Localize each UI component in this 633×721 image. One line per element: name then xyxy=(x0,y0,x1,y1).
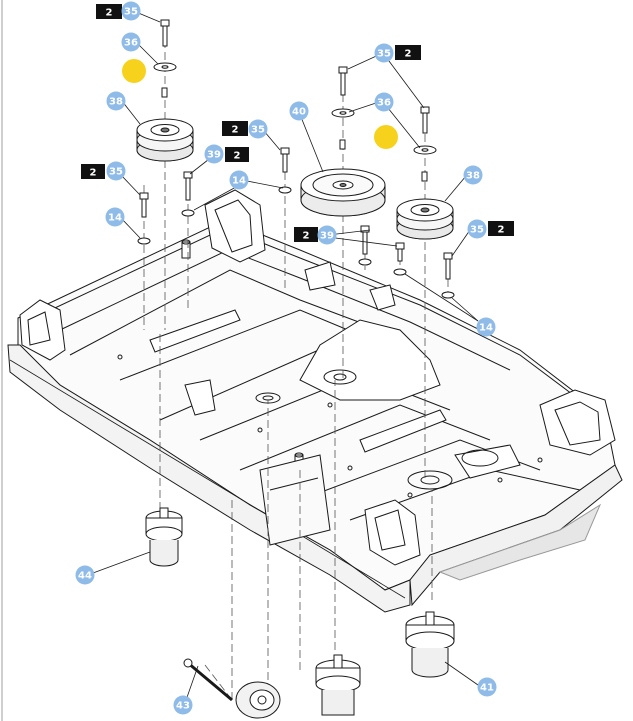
callout-35: 35 xyxy=(248,119,268,139)
bolt-39-c xyxy=(395,242,405,262)
washer-14-a xyxy=(137,237,151,245)
qty-tag: 2 xyxy=(395,45,421,60)
callout-44: 44 xyxy=(75,565,95,585)
leader-lines xyxy=(92,11,479,704)
qty-tag: 2 xyxy=(225,147,249,162)
qty-tag: 2 xyxy=(81,164,105,179)
callout-39: 39 xyxy=(204,144,224,164)
washer-14-f xyxy=(441,291,455,299)
deck-right-skirt xyxy=(409,464,623,607)
bolt-35-left-front xyxy=(139,192,149,218)
svg-text:39: 39 xyxy=(207,150,221,161)
svg-text:38: 38 xyxy=(109,97,123,108)
deck-front-skirt xyxy=(7,344,411,613)
svg-text:14: 14 xyxy=(479,323,493,334)
callout-41: 41 xyxy=(477,677,497,697)
deck-underside xyxy=(438,503,602,581)
callout-35: 35 xyxy=(374,43,394,63)
spindle-41 xyxy=(405,611,455,678)
svg-text:35: 35 xyxy=(109,167,123,178)
qty-tag: 2 xyxy=(96,4,122,19)
svg-text:35: 35 xyxy=(470,225,484,236)
qty-tag-text: 2 xyxy=(90,168,97,179)
washer-14-b xyxy=(181,209,195,217)
washer-14-e xyxy=(393,268,407,276)
highlight-dot-right xyxy=(374,125,398,149)
svg-text:41: 41 xyxy=(480,683,494,694)
qty-tag-text: 2 xyxy=(405,49,412,60)
key-center xyxy=(339,139,346,150)
svg-text:36: 36 xyxy=(377,98,391,109)
callout-14: 14 xyxy=(229,170,249,190)
callout-14: 14 xyxy=(105,207,125,227)
highlight-dot-left xyxy=(122,59,146,83)
pulley-40-center xyxy=(300,168,386,217)
callout-35: 35 xyxy=(467,219,487,239)
svg-text:14: 14 xyxy=(232,176,246,187)
key-right xyxy=(421,171,428,182)
bolt-39-a xyxy=(183,171,193,201)
bolts xyxy=(139,19,453,280)
right-bracket xyxy=(539,389,616,456)
svg-text:44: 44 xyxy=(78,571,92,582)
svg-text:38: 38 xyxy=(466,171,480,182)
svg-text:35: 35 xyxy=(124,7,138,18)
callout-38: 38 xyxy=(463,165,483,185)
callout-36: 36 xyxy=(121,32,141,52)
callout-36: 36 xyxy=(374,92,394,112)
qty-tag: 2 xyxy=(222,121,248,136)
callout-14: 14 xyxy=(476,317,496,337)
bolt-35-left-pulley xyxy=(160,19,170,47)
bolt-35-center xyxy=(338,66,348,96)
qty-tag: 2 xyxy=(488,221,514,236)
anti-scalp-wheel xyxy=(183,658,281,719)
callout-35: 35 xyxy=(106,161,126,181)
washer-14-c xyxy=(278,186,292,194)
washer-14-d xyxy=(358,258,372,266)
callouts: 35 36 38 35 39 35 14 14 40 35 36 38 39 3… xyxy=(75,1,497,715)
qty-tag-text: 2 xyxy=(232,125,239,136)
deck-back-rail xyxy=(39,227,581,401)
bolt-35-right xyxy=(443,252,453,280)
qty-tag-text: 2 xyxy=(234,151,241,162)
callout-40: 40 xyxy=(289,101,309,121)
qty-tag-text: 2 xyxy=(498,225,505,236)
mower-deck xyxy=(7,189,623,613)
qty-tag: 2 xyxy=(294,227,318,242)
bolt-35-mid xyxy=(280,147,290,173)
pulley-38-right xyxy=(396,198,454,240)
svg-text:35: 35 xyxy=(251,125,265,136)
svg-text:39: 39 xyxy=(320,231,334,242)
svg-text:14: 14 xyxy=(108,213,122,224)
qty-tags: 2 2 2 2 2 2 2 xyxy=(81,4,514,242)
pulley-38-left xyxy=(136,118,194,162)
svg-text:36: 36 xyxy=(124,38,138,49)
callout-35: 35 xyxy=(121,1,141,21)
callout-39: 39 xyxy=(317,225,337,245)
callout-43: 43 xyxy=(173,695,193,715)
qty-tag-text: 2 xyxy=(303,231,310,242)
washers xyxy=(137,62,455,299)
key-left xyxy=(161,87,168,98)
svg-text:43: 43 xyxy=(176,701,190,712)
svg-text:40: 40 xyxy=(292,107,306,118)
spindle-44 xyxy=(145,507,183,567)
callout-38: 38 xyxy=(106,91,126,111)
bolt-39-b xyxy=(360,225,370,255)
spindle-center xyxy=(315,654,361,716)
svg-text:35: 35 xyxy=(377,49,391,60)
bolt-35-right-pulley xyxy=(420,106,430,134)
qty-tag-text: 2 xyxy=(106,8,113,19)
